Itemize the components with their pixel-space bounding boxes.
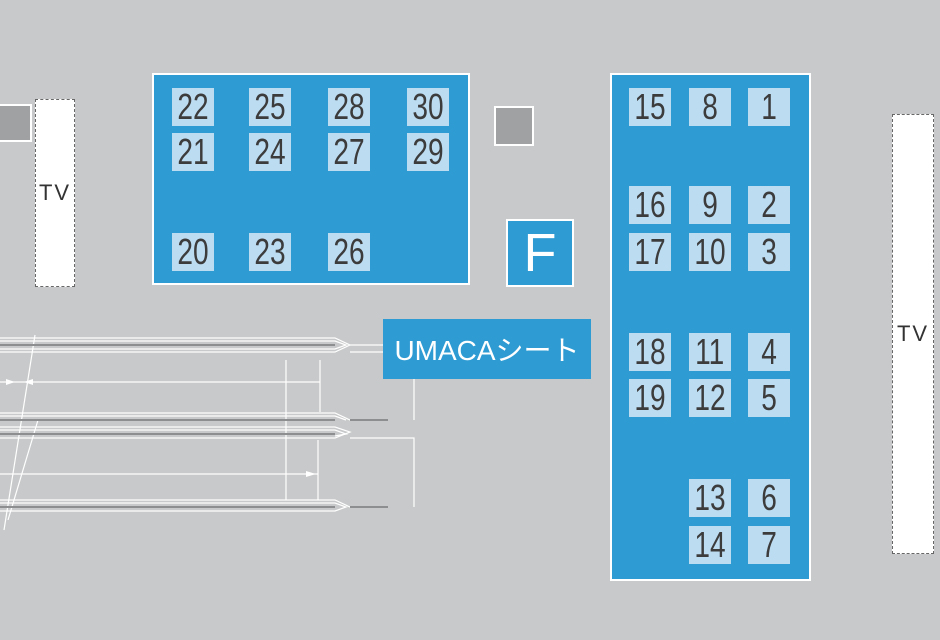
seat[interactable]: 14: [689, 526, 731, 564]
seat-number: 19: [634, 377, 666, 418]
seat[interactable]: 15: [629, 88, 671, 126]
seat-number: 25: [254, 86, 286, 127]
seat[interactable]: 25: [249, 88, 291, 126]
seat-number: 15: [634, 86, 666, 127]
seat-number: 1: [761, 86, 777, 127]
seat-number: 22: [177, 86, 209, 127]
seat-number: 6: [761, 477, 777, 518]
seat-number: 30: [412, 86, 444, 127]
seat[interactable]: 6: [748, 479, 790, 517]
seat-number: 4: [761, 331, 777, 372]
seat-number: 21: [177, 131, 209, 172]
tv-screen-left: TV: [35, 99, 75, 287]
seat[interactable]: 2: [748, 186, 790, 224]
seat[interactable]: 17: [629, 233, 671, 271]
umaca-seat-text: UMACAシート: [394, 335, 580, 366]
seat[interactable]: 1: [748, 88, 790, 126]
seat-number: 29: [412, 131, 444, 172]
seat-number: 28: [333, 86, 365, 127]
seat[interactable]: 23: [249, 233, 291, 271]
section-label-text: F: [523, 223, 557, 283]
pillar-middle: [494, 106, 534, 146]
seat-number: 7: [761, 524, 777, 565]
seat[interactable]: 8: [689, 88, 731, 126]
seat[interactable]: 22: [172, 88, 214, 126]
seat-number: 2: [761, 184, 777, 225]
seat[interactable]: 11: [689, 333, 731, 371]
seat[interactable]: 26: [328, 233, 370, 271]
seat[interactable]: 12: [689, 379, 731, 417]
seat-number: 23: [254, 231, 286, 272]
seat-number: 16: [634, 184, 666, 225]
section-label-f: F: [506, 219, 574, 287]
seat[interactable]: 18: [629, 333, 671, 371]
seat-number: 11: [695, 331, 725, 372]
seat[interactable]: 5: [748, 379, 790, 417]
tv-left-label: TV: [38, 180, 72, 205]
seat-number: 18: [634, 331, 666, 372]
seat[interactable]: 19: [629, 379, 671, 417]
seat[interactable]: 20: [172, 233, 214, 271]
seat-number: 26: [333, 231, 365, 272]
seat-number: 24: [254, 131, 286, 172]
seat[interactable]: 21: [172, 133, 214, 171]
seat-number: 10: [694, 231, 726, 272]
tv-screen-right: TV: [892, 114, 934, 554]
seat[interactable]: 7: [748, 526, 790, 564]
seat-number: 14: [694, 524, 726, 565]
seat-number: 8: [702, 86, 718, 127]
seat-number: 27: [333, 131, 365, 172]
seat[interactable]: 27: [328, 133, 370, 171]
tv-right-label: TV: [896, 321, 930, 346]
seat[interactable]: 13: [689, 479, 731, 517]
seat-number: 3: [761, 231, 777, 272]
seat[interactable]: 4: [748, 333, 790, 371]
seat-number: 12: [694, 377, 726, 418]
seat[interactable]: 29: [407, 133, 449, 171]
seat-number: 9: [702, 184, 718, 225]
seat[interactable]: 16: [629, 186, 671, 224]
seat[interactable]: 9: [689, 186, 731, 224]
seat[interactable]: 30: [407, 88, 449, 126]
seat[interactable]: 3: [748, 233, 790, 271]
seat[interactable]: 24: [249, 133, 291, 171]
seat[interactable]: 28: [328, 88, 370, 126]
seat-number: 20: [177, 231, 209, 272]
pillar-left: [0, 104, 32, 142]
seat-number: 17: [634, 231, 666, 272]
seat-number: 13: [694, 477, 726, 518]
seat-number: 5: [761, 377, 777, 418]
seat[interactable]: 10: [689, 233, 731, 271]
umaca-seat-label[interactable]: UMACAシート: [383, 319, 591, 379]
